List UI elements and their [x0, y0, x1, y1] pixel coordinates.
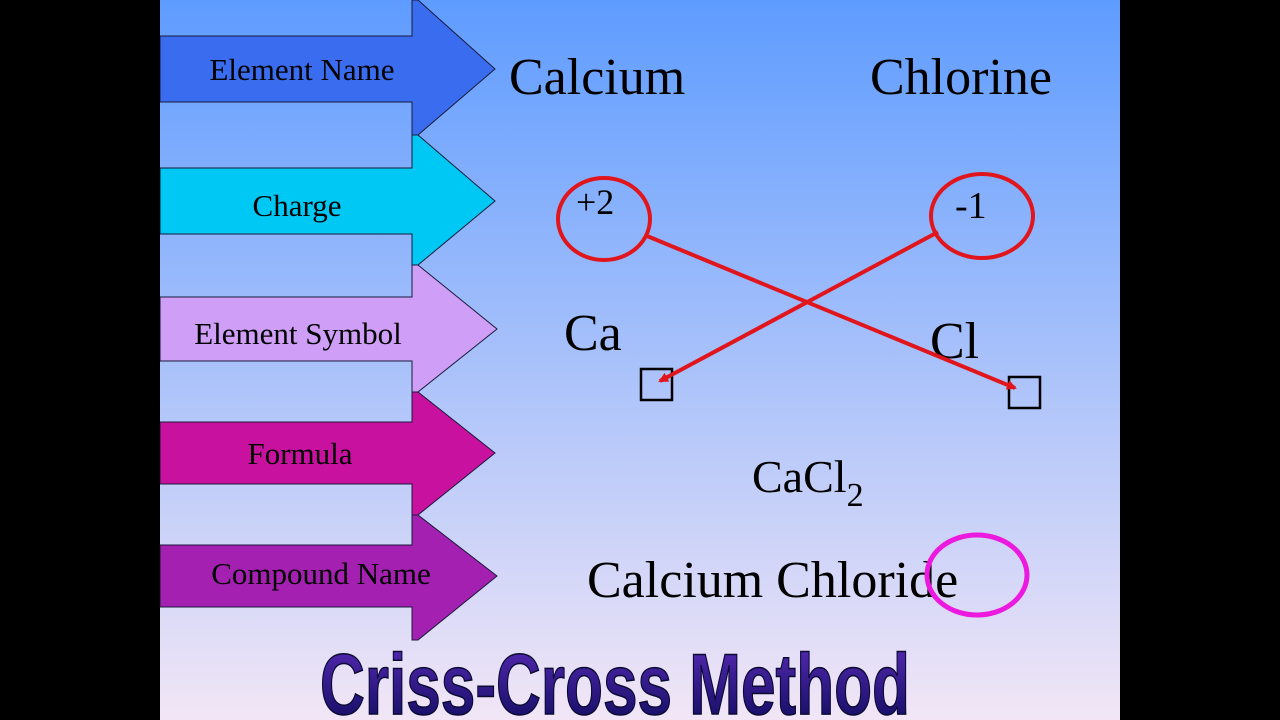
row-arrow-5 [160, 514, 498, 641]
formula-base: CaCl [752, 451, 847, 502]
row-arrow-4 [160, 391, 496, 516]
row-arrow-1 [160, 0, 496, 136]
anion-charge: -1 [955, 185, 987, 227]
row-arrows [160, 0, 498, 641]
row-label-element-name: Element Name [209, 52, 394, 87]
anion-name: Chlorine [870, 49, 1052, 106]
anion-charge-circle [929, 172, 1035, 260]
criss-cross-arrow-cation-to-anion [646, 234, 1017, 390]
cation-charge-circle [556, 176, 652, 262]
formula: CaCl2 [752, 451, 864, 514]
criss-cross-arrow-anion-to-cation [658, 230, 939, 383]
row-label-compound-name: Compound Name [211, 556, 431, 591]
row-label-element-symbol: Element Symbol [194, 316, 402, 351]
anion-symbol: Cl [930, 313, 979, 370]
cation-symbol: Ca [564, 305, 622, 362]
slide-canvas: Element Name Charge Element Symbol Formu… [160, 0, 1120, 720]
row-label-formula: Formula [247, 436, 352, 471]
slide-title: Criss-Cross Method [320, 637, 910, 720]
slide: Element Name Charge Element Symbol Formu… [160, 0, 1120, 720]
suffix-highlight-circle [924, 532, 1030, 618]
cation-name: Calcium [509, 49, 685, 106]
row-labels: Element Name Charge Element Symbol Formu… [194, 52, 431, 591]
row-arrow-2 [160, 134, 496, 266]
anion-subscript-box [1007, 375, 1042, 410]
cation-subscript-box [639, 367, 674, 402]
cation-charge: +2 [576, 182, 614, 222]
compound-name: Calcium Chloride [587, 552, 958, 609]
row-arrow-3 [160, 264, 498, 393]
formula-subscript: 2 [847, 477, 864, 514]
row-label-charge: Charge [253, 188, 342, 223]
